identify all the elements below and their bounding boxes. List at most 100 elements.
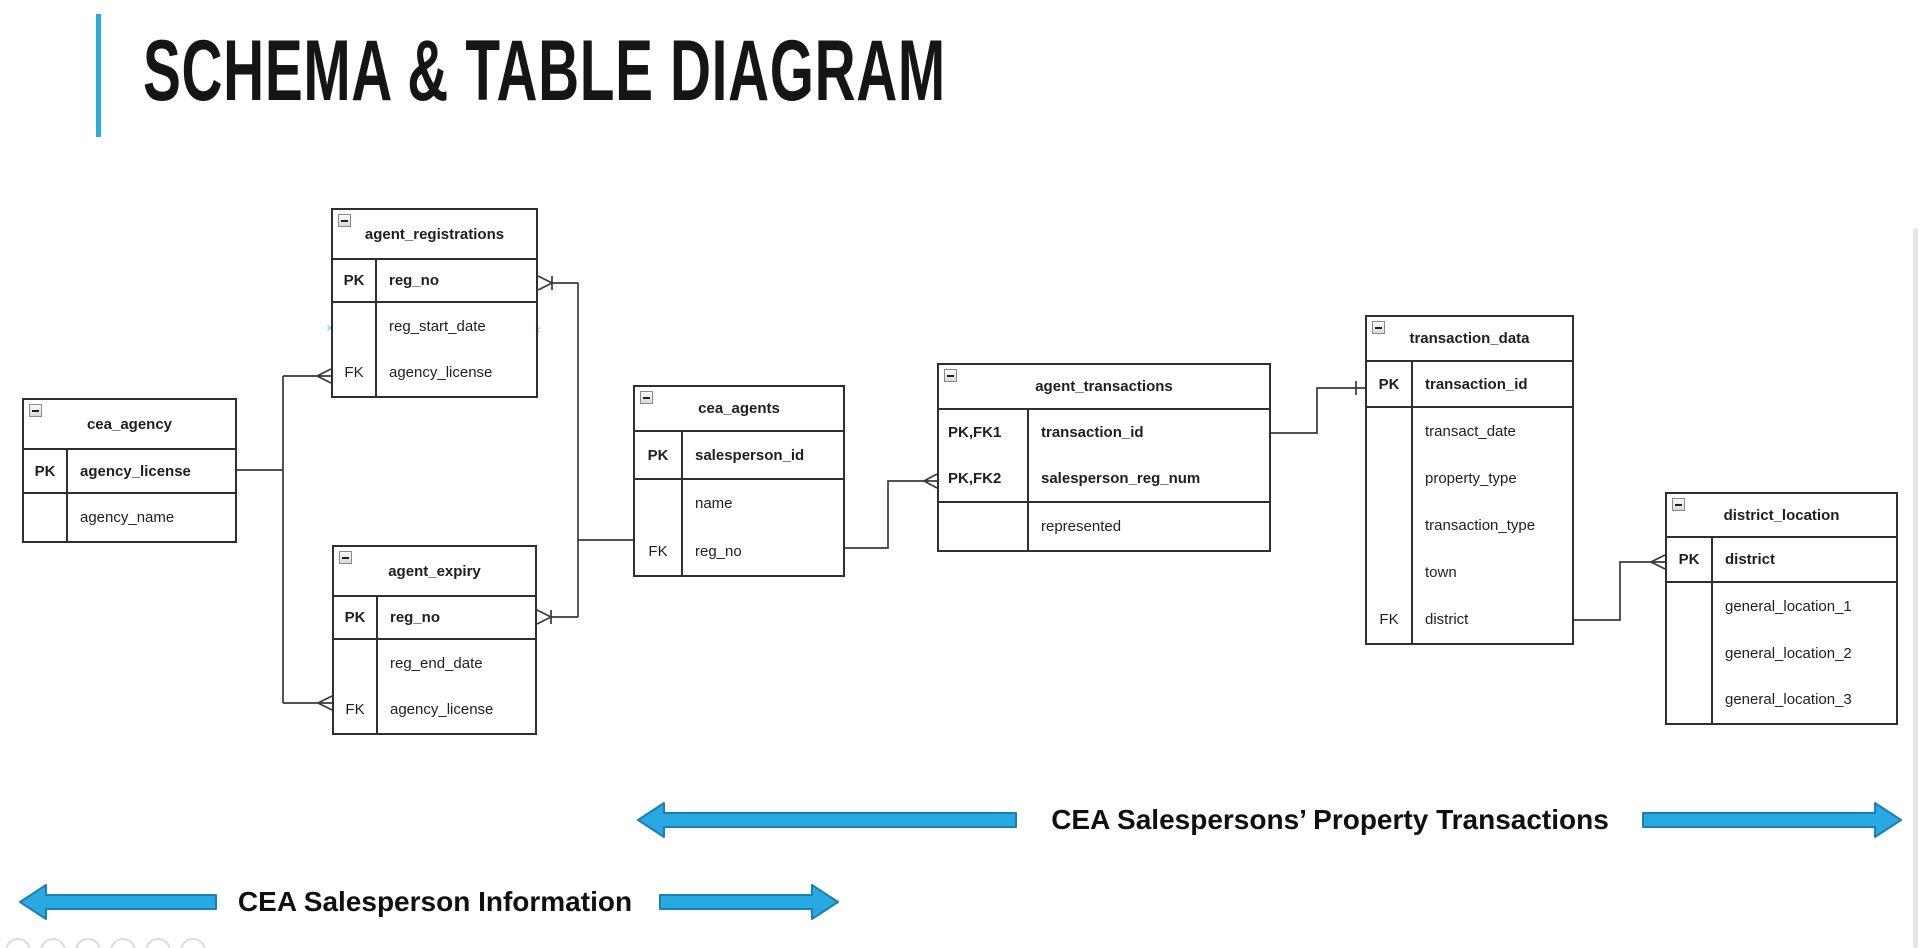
connector-transaction-data-to-district-location — [1574, 554, 1666, 621]
table-row: FK agency_license — [334, 686, 535, 733]
table-header: district_location — [1667, 494, 1896, 538]
table-row: general_location_1 — [1667, 583, 1896, 630]
connector-registrations-expiry-to-cea-agents — [536, 275, 633, 625]
decor-circle — [110, 938, 136, 948]
table-row: PK transaction_id — [1367, 362, 1572, 406]
table-row: PK agency_license — [24, 450, 235, 492]
collapse-icon — [29, 404, 42, 417]
column-name: transact_date — [1425, 423, 1516, 440]
table-row: PK,FK1 transaction_id — [939, 410, 1269, 456]
legend-arrow-right-icon — [1641, 801, 1903, 839]
table-row: agency_name — [24, 494, 235, 541]
column-key-label — [1667, 629, 1713, 677]
column-key-label — [1367, 408, 1413, 455]
entity-table-district-location: district_location PK district general_lo… — [1665, 492, 1898, 725]
legend-arrow-left-icon — [18, 883, 218, 921]
table-row: represented — [939, 503, 1269, 550]
table-row: PK reg_no — [333, 260, 536, 301]
table-row: general_location_2 — [1667, 629, 1896, 677]
column-name: reg_no — [695, 542, 742, 560]
column-name: salesperson_id — [695, 446, 805, 464]
table-title: agent_expiry — [388, 562, 481, 580]
collapse-icon — [640, 391, 653, 404]
decor-circle — [5, 938, 31, 948]
table-row: PK district — [1667, 538, 1896, 581]
column-name: transaction_id — [1041, 424, 1144, 442]
table-row: FK agency_license — [333, 349, 536, 396]
column-key-label: PK — [333, 260, 377, 301]
column-name: agency_name — [80, 509, 175, 526]
column-name: represented — [1041, 518, 1122, 535]
column-name: transaction_type — [1425, 517, 1536, 534]
table-header: cea_agency — [24, 400, 235, 450]
entity-table-cea-agents: cea_agents PK salesperson_id name FK reg… — [633, 385, 845, 577]
column-key-label — [939, 503, 1029, 550]
column-name: reg_no — [390, 609, 441, 626]
column-key-label — [1667, 583, 1713, 630]
column-key-label — [1367, 455, 1413, 502]
column-name: name — [695, 495, 733, 513]
table-row: PK salesperson_id — [635, 432, 843, 478]
table-row: general_location_3 — [1667, 676, 1896, 724]
column-name: agency_license — [390, 701, 494, 719]
entity-table-cea-agency: cea_agency PK agency_license agency_name — [22, 398, 237, 543]
page-title: SCHEMA & TABLE DIAGRAM — [143, 23, 946, 119]
column-name: district — [1725, 551, 1776, 568]
column-key-label: PK — [334, 597, 378, 638]
collapse-icon — [1672, 498, 1685, 511]
column-key-label — [1367, 549, 1413, 596]
column-key-label: PK — [1667, 538, 1713, 581]
table-row: town — [1367, 549, 1572, 596]
table-row: FK reg_no — [635, 527, 843, 575]
legend-arrow-left-icon — [636, 801, 1018, 839]
column-key-label — [1367, 502, 1413, 549]
table-row: PK,FK2 salesperson_reg_num — [939, 455, 1269, 501]
table-header: agent_transactions — [939, 365, 1269, 410]
column-name: property_type — [1425, 470, 1517, 487]
column-name: agency_license — [80, 462, 191, 480]
column-key-label: FK — [1367, 596, 1413, 643]
entity-table-transaction-data: transaction_data PK transaction_id trans… — [1365, 315, 1574, 645]
collapse-icon — [339, 551, 352, 564]
column-name: reg_end_date — [390, 654, 483, 672]
column-name: reg_start_date — [389, 317, 486, 335]
entity-table-agent-transactions: agent_transactions PK,FK1 transaction_id… — [937, 363, 1271, 552]
table-row: property_type — [1367, 455, 1572, 502]
table-header: agent_registrations — [333, 210, 536, 260]
table-title: transaction_data — [1409, 330, 1530, 347]
table-row: FK district — [1367, 596, 1572, 643]
table-title: agent_registrations — [364, 225, 505, 243]
column-name: reg_no — [389, 272, 440, 289]
connector-cea-agents-to-agent-transactions — [845, 473, 938, 549]
connector-cea-agency-to-registrations-and-expiry — [237, 368, 333, 711]
column-key-label: FK — [334, 686, 378, 733]
decor-circle — [40, 938, 66, 948]
column-key-label — [333, 303, 377, 350]
table-row: reg_start_date — [333, 303, 536, 350]
column-name: transaction_id — [1425, 375, 1528, 393]
table-row: PK reg_no — [334, 597, 535, 638]
table-row: name — [635, 480, 843, 528]
scrollbar[interactable] — [1913, 228, 1918, 948]
column-name: agency_license — [389, 364, 493, 382]
decor-circle — [180, 938, 206, 948]
table-title: agent_transactions — [1035, 378, 1173, 395]
table-title: district_location — [1723, 506, 1840, 524]
table-row: transaction_type — [1367, 502, 1572, 549]
accent-bar — [96, 14, 101, 137]
table-header: agent_expiry — [334, 547, 535, 597]
collapse-icon — [338, 214, 351, 227]
table-row: transact_date — [1367, 408, 1572, 455]
entity-table-agent-expiry: agent_expiry PK reg_no reg_end_date FK a… — [332, 545, 537, 735]
column-name: town — [1425, 564, 1457, 581]
table-header: transaction_data — [1367, 317, 1572, 362]
column-name: salesperson_reg_num — [1041, 469, 1201, 487]
column-name: district — [1425, 611, 1469, 628]
column-key-label: FK — [635, 527, 683, 575]
legend-arrow-right-icon — [658, 883, 840, 921]
legend-label-salesperson-information: CEA Salesperson Information — [237, 886, 633, 917]
column-key-label — [1667, 676, 1713, 724]
table-title: cea_agents — [698, 400, 780, 417]
column-key-label — [334, 640, 378, 687]
